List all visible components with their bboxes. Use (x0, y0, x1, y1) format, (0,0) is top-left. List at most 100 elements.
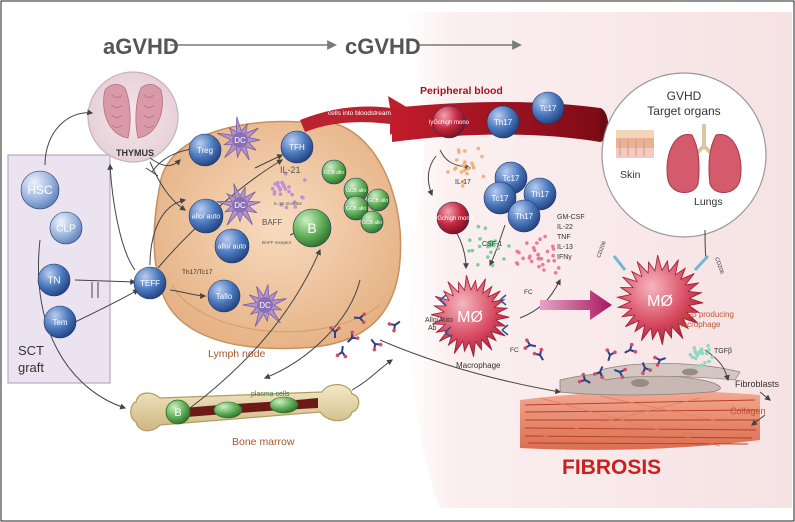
tn-cell: TN (37, 263, 71, 297)
agvhd-header: aGVHD (103, 34, 179, 59)
cytokine-dots (270, 146, 715, 370)
svg-text:MØ: MØ (457, 309, 483, 326)
svg-text:Th17: Th17 (494, 118, 513, 127)
cytokine-ifng: IFNγ (557, 254, 572, 261)
lymph-node-label: Lymph node (208, 348, 266, 360)
clp-cell: CLP (49, 211, 83, 245)
svg-text:Tc17: Tc17 (503, 174, 520, 183)
il21-receptor-label: IL-21 receptor (274, 201, 303, 206)
target-organs-title-2: Target organs (647, 104, 720, 118)
cgvhd-header: cGVHD (345, 34, 421, 59)
antibodies (329, 312, 666, 384)
antibody-label-1: Allo/Auto (425, 317, 453, 324)
plasma-cells-label: plasma cells (251, 391, 290, 398)
tc17-cell-2: Tc17 (483, 181, 517, 215)
fibroblasts-label: Fibroblasts (735, 379, 780, 389)
macrophage-label: Macrophage (456, 361, 501, 370)
tgf-macrophage-label-1: TGFβ producing (676, 310, 734, 319)
svg-text:Th17: Th17 (515, 212, 534, 221)
th17-cell-blood: Th17 (486, 105, 520, 139)
skin-label: Skin (620, 169, 641, 181)
bone-marrow-label: Bone marrow (232, 436, 295, 448)
fibroblasts (559, 363, 741, 396)
csf1-label: CSF-1 (482, 241, 502, 248)
bone-marrow-b-cell (165, 399, 191, 425)
cytokine-list: GM-CSF IL-22 TNF IL-13 IFNγ (557, 214, 585, 261)
svg-text:GCB allo: GCB allo (368, 198, 388, 204)
svg-text:Tallo: Tallo (216, 292, 233, 301)
fc-label-2: FC (510, 347, 519, 354)
macrophage: MØ (431, 275, 510, 357)
svg-text:DC: DC (234, 201, 246, 210)
cytokine-il13: IL-13 (557, 244, 573, 251)
bone-marrow-b-label: B (174, 407, 181, 419)
gcb-cell-4: GCB allo (343, 195, 369, 221)
graft-label-1: SCT (18, 343, 44, 358)
svg-text:B: B (307, 220, 316, 236)
th17-tc17-label: Th17/Tc17 (182, 269, 213, 276)
svg-text:TEFF: TEFF (140, 279, 160, 288)
allo-auto-cell-1: allo/ auto (188, 198, 224, 234)
svg-text:Th17: Th17 (531, 190, 550, 199)
cd206-receptors (612, 254, 710, 272)
cells-into-bloodstream-arrow (300, 96, 420, 135)
svg-text:HSC: HSC (27, 183, 53, 197)
macrophages: MØ MØ (431, 254, 710, 357)
svg-text:lyGchigh mono: lyGchigh mono (429, 120, 470, 126)
svg-text:TN: TN (47, 276, 60, 287)
dendritic-cells: DC DC DC (216, 116, 287, 327)
svg-text:DC: DC (234, 136, 246, 145)
dendritic-cell: DC (216, 183, 261, 226)
lungs-label: Lungs (694, 196, 723, 208)
collagen-fibers (520, 390, 761, 450)
svg-text:GCB allo: GCB allo (362, 220, 382, 226)
svg-text:Tc17: Tc17 (540, 104, 557, 113)
cd206-label-2: CD206 (713, 257, 724, 275)
target-organs-title-1: GVHD (667, 89, 702, 103)
immune-cells: HSC CLP TN Tem TEFF Treg TFH allo/ auto allo/ au… (20, 91, 565, 339)
tgf-macrophage-label-2: macrophage (676, 320, 721, 329)
tfh-cell: TFH (280, 130, 314, 164)
tgfb-label: TGFβ (714, 348, 732, 355)
plasma-cells (213, 396, 299, 419)
gcb-cell-1: GCB allo (321, 159, 347, 185)
fibrosis-title: FIBROSIS (562, 456, 661, 479)
allo-auto-cell-2: allo/ auto (214, 228, 250, 264)
svg-text:DC: DC (259, 301, 271, 310)
cells-into-bloodstream-label: cells into bloodstream (328, 110, 391, 117)
svg-text:Tc17: Tc17 (492, 194, 509, 203)
fc-receptors (439, 294, 509, 338)
gcb-cell-5: GCB allo (360, 210, 384, 234)
dendritic-cell: DC (242, 284, 287, 327)
cytokine-gmcsf: GM-CSF (557, 214, 585, 221)
svg-text:MØ: MØ (647, 293, 673, 310)
treg-cell: Treg (188, 133, 222, 167)
thymus-lobes (103, 84, 163, 139)
peripheral-blood-label: Peripheral blood (420, 85, 503, 97)
il17-label: IL-17 (455, 179, 471, 186)
gcb-cell-2: GCB allo (343, 177, 369, 203)
tallo-cell: Tallo (207, 279, 241, 313)
baff-receptor-label: BAFF receptor (262, 240, 292, 245)
svg-text:allo/ auto: allo/ auto (218, 243, 247, 250)
mono-cell-tissue: lyGchigh mono (433, 201, 474, 235)
svg-text:Treg: Treg (197, 146, 213, 155)
baff-label: BAFF (262, 218, 283, 227)
svg-text:CLP: CLP (56, 224, 76, 235)
tem-cell: Tem (43, 305, 77, 339)
cd206-label-1: CD206 (596, 241, 607, 259)
svg-text:GCB allo: GCB allo (346, 188, 366, 194)
hsc-cell: HSC (20, 170, 60, 210)
cytokine-il22: IL-22 (557, 224, 573, 231)
fc-label-1: FC (524, 289, 533, 296)
thymus-label: THYMUS (116, 148, 154, 158)
tgf-producing-macrophage: MØ (615, 254, 704, 345)
b-cell: B (292, 208, 332, 248)
bone (130, 384, 360, 432)
cytokine-tnf: TNF (557, 234, 571, 241)
th17-cell-2: Th17 (507, 199, 541, 233)
gcb-cell-3: GCB allo (366, 188, 390, 212)
lungs-icon (666, 124, 742, 193)
